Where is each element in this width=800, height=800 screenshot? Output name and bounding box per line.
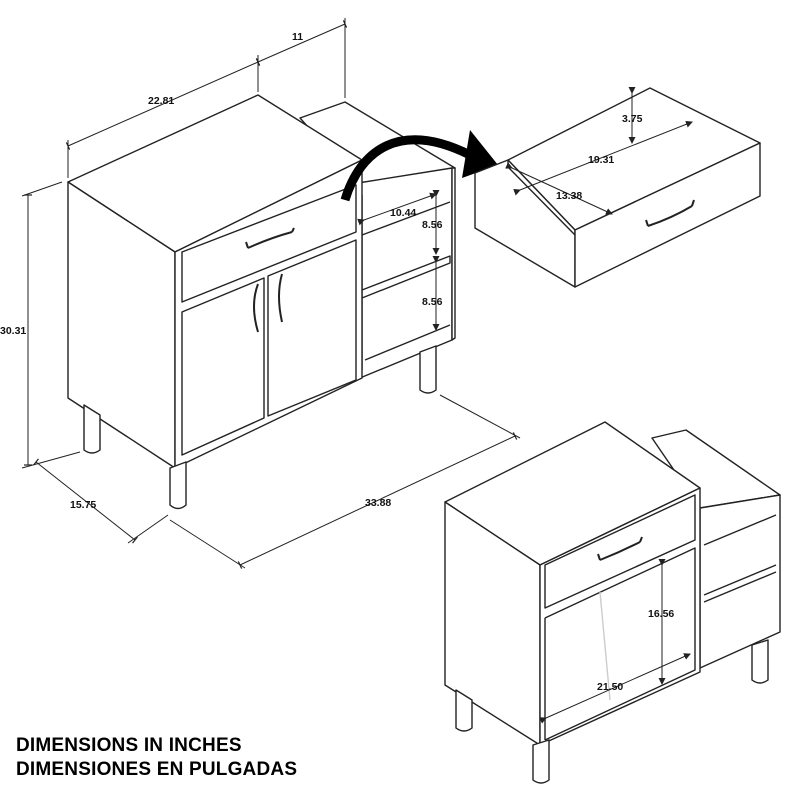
- shelf-board-upper: [361, 255, 451, 299]
- dim-interior-height: 16.56: [648, 608, 674, 620]
- leg-back-left: [83, 404, 101, 454]
- dim-total-width: 33.88: [365, 497, 391, 509]
- caption-dimensions-spanish: DIMENSIONES EN PULGADAS: [16, 759, 298, 780]
- drawer-handle-icon: [245, 227, 295, 249]
- door-handle-left-icon: [253, 283, 259, 333]
- dim-drawer-height: 3.75: [622, 113, 643, 125]
- drawer-pull-handle-icon: [645, 199, 695, 227]
- dimension-labels: 11 22.81 30.31 15.75 33.88 10.44 8.56 8.…: [0, 31, 674, 693]
- leg-front-right: [419, 345, 437, 394]
- drawer-front: [181, 184, 357, 303]
- handles-closed: [245, 227, 295, 333]
- dim-drawer-depth: 13.38: [556, 190, 582, 202]
- cabinet-open-view: [444, 421, 781, 784]
- dimension-lines: [21, 18, 693, 724]
- dim-cabinet-width-top: 22.81: [148, 95, 174, 107]
- open-leg-back: [455, 689, 473, 732]
- open-leg-front: [532, 739, 550, 784]
- open-leg-right: [751, 639, 769, 684]
- dim-shelf-height-lower: 8.56: [422, 296, 443, 308]
- dim-cabinet-depth-top: 11: [292, 31, 303, 43]
- dim-interior-width: 21.50: [597, 681, 623, 693]
- dim-shelf-width: 10.44: [390, 207, 416, 219]
- door-right: [267, 239, 357, 417]
- dim-depth: 15.75: [70, 499, 96, 511]
- door-handle-right-icon: [278, 273, 283, 323]
- cabinet-closed-view: [67, 94, 456, 510]
- drawer-detail-view: [474, 87, 761, 288]
- shelf-unit-side: [451, 167, 456, 341]
- open-drawer-handle-icon: [597, 536, 643, 561]
- door-left: [181, 277, 265, 456]
- leg-front-left: [169, 461, 187, 510]
- drawer-front-panel: [574, 142, 761, 288]
- caption-dimensions-english: DIMENSIONS IN INCHES: [16, 735, 242, 756]
- dim-height: 30.31: [0, 325, 26, 337]
- dim-shelf-height-upper: 8.56: [422, 219, 443, 231]
- dim-drawer-width: 19.31: [588, 154, 614, 166]
- curved-arrow-icon: [340, 135, 473, 202]
